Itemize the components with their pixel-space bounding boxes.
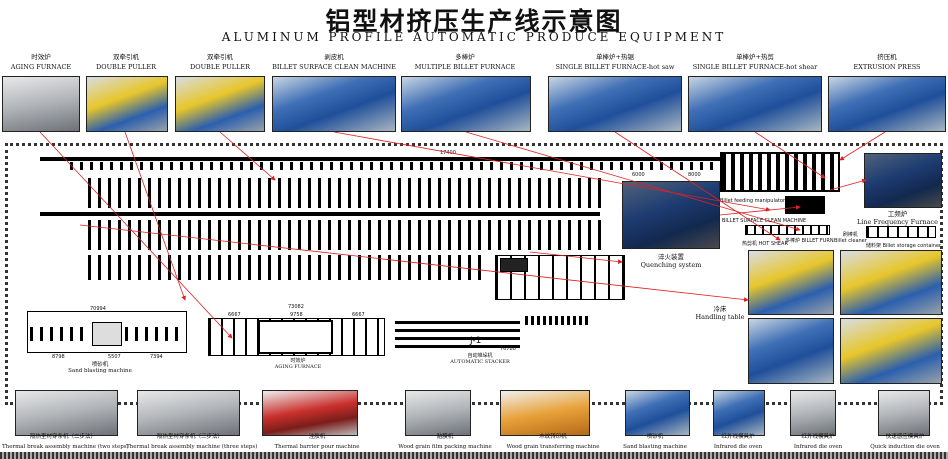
film-packing-photo [405, 390, 471, 436]
bottom-border [0, 452, 948, 459]
finish-saw [500, 258, 528, 272]
dim-aging-a: 6667 [228, 312, 241, 318]
sand-chamber [92, 322, 122, 346]
thermal-break-two-photo [15, 390, 118, 436]
dim-aging-b: 9758 [290, 312, 303, 318]
double-puller-photo-1 [86, 76, 168, 132]
press-schematic [720, 152, 840, 192]
runout-table [40, 157, 720, 161]
hot-shear-photo [688, 76, 822, 132]
sand-blasting-photo [625, 390, 690, 436]
pour-machine-photo [262, 390, 358, 436]
hot-saw-photo [548, 76, 682, 132]
bottom-label-1: 隔热型材穿条机（二步法）Thermal break assembly machi… [2, 434, 129, 450]
surface-clean-label: BILLET SURFACE CLEAN MACHINE [722, 218, 807, 224]
handling-photo-1 [748, 250, 834, 315]
transfer-rail [40, 212, 600, 216]
storage-table [88, 255, 488, 280]
multi-billet-label: 多棒炉 BILLET FURNACE [785, 238, 844, 244]
handling-photo-2 [840, 250, 942, 315]
dim-sand-b: 5507 [108, 354, 121, 360]
dim-press: 17400 [440, 150, 456, 156]
dim-table-a: 6000 [632, 172, 645, 178]
hot-shear-schematic [785, 196, 825, 214]
dim-aging-c: 6667 [352, 312, 365, 318]
page-subtitle: ALUMINUM PROFILE AUTOMATIC PRODUCE EQUIP… [221, 30, 727, 44]
sand-rollers-in [30, 327, 90, 341]
dim-sand-a: 8798 [52, 354, 65, 360]
infrared-oven-photo-2 [790, 390, 836, 436]
aging-furnace-photo [2, 76, 80, 132]
quenching-photo [622, 181, 720, 249]
stacker-conveyor [525, 316, 590, 325]
page-title: 铝型材挤压生产线示意图 [325, 7, 623, 36]
infrared-oven-photo-1 [713, 390, 765, 436]
induction-oven-photo [878, 390, 930, 436]
extrusion-press-photo [828, 76, 946, 132]
billet-furnace-schematic [745, 225, 830, 235]
dim-sand-c: 7394 [150, 354, 163, 360]
j1-label: J-1 [470, 336, 482, 346]
billet-storage-label: 储料架 Billet storage container [866, 243, 942, 249]
dim-stacker: 76788 [500, 346, 516, 352]
double-puller-photo-2 [175, 76, 265, 132]
wood-grain-transfer-photo [500, 390, 590, 436]
dim-table-b: 8000 [688, 172, 701, 178]
feeding-label: Billet feeding manipulator [720, 198, 785, 204]
billet-storage-schematic [866, 226, 936, 238]
handling-photo-4 [840, 318, 942, 384]
dim-aging-total: 73082 [288, 304, 304, 310]
multi-billet-photo [401, 76, 531, 132]
thermal-break-three-photo [137, 390, 240, 436]
cooling-table-upper [88, 178, 608, 208]
handling-photo-3 [748, 318, 834, 384]
hot-shear-label: 热剪机 HOT SHEAR [742, 241, 788, 247]
cooling-table-lower [88, 220, 608, 250]
billet-cleaner-label-cn: 刷棒机 [842, 232, 858, 238]
puller-track [70, 162, 720, 170]
sand-rollers-out [125, 327, 185, 341]
surface-clean-photo [272, 76, 396, 132]
aging-chamber [258, 320, 333, 354]
bottom-label-2: 隔热型材穿条机（三步法）Thermal break assembly machi… [126, 434, 258, 450]
billet-cleaner-label-en: Billet cleaner [834, 238, 867, 244]
stacker-schematic [395, 316, 520, 348]
line-frequency-photo [864, 153, 942, 208]
